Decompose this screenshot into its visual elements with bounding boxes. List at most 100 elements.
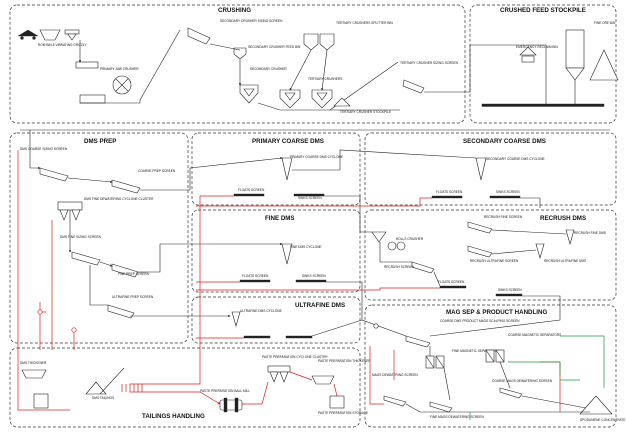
fine-dms-box: FINE DMS: [191, 209, 361, 293]
paste-storage-icon: [329, 395, 345, 409]
secondary-coarse-cyclone-label: SECONDARY COARSE DMS CYCLONE: [486, 157, 545, 161]
tailings-title: TAILINGS HANDLING: [142, 413, 205, 420]
paste-thickener-icon: [311, 375, 335, 385]
secondary-coarse-title: SECONDARY COARSE DMS: [463, 138, 546, 145]
dms-coarse-sizing-label: DMS COARSE SIZING SCREEN: [20, 147, 68, 151]
dms-fine-dewatering-label: DMS FINE DEWATERING CYCLONE CLUSTER: [84, 197, 154, 201]
secondary-sizing-screen-icon: [139, 27, 211, 101]
primary-jaw-icon: [75, 61, 132, 104]
fine-mags-dewatering-label: FINE MAGS DEWATERING SCREEN: [430, 415, 485, 419]
rolls-crusher-label: ROLLS CRUSHER: [396, 237, 424, 241]
spodumene-concentrate-label: SPODUMENE CONCENTRATE: [580, 418, 625, 422]
secondary-crusher-label: SECONDARY CRUSHER: [250, 67, 287, 71]
stockpile-title: CRUSHED FEED STOCKPILE: [500, 7, 586, 14]
secondary-sizing-label: SECONDARY CRUSHER SIZING SCREEN: [220, 19, 283, 23]
recrush-screen-label: RECRUSH SCREEN: [384, 265, 415, 269]
recrush-ultrafine-screen-label: RECRUSH ULTRAFINE SCREEN: [470, 259, 519, 263]
floats-screen-1: FLOATS SCREEN: [238, 188, 265, 192]
dms-tailings-label: DMS TAILINGS: [92, 396, 114, 400]
spodumene-concentrate-icon: [579, 395, 613, 415]
tertiary-crushers-label: TERTIARY CRUSHERS: [308, 77, 342, 81]
coarse-magnetic-sep-label: COARSE MAGNETIC SEPARATORS: [508, 333, 561, 337]
fine-mags-dewatering-screen-icon: [429, 401, 453, 413]
red-flow-lines: [17, 150, 561, 412]
primary-coarse-cyclone-icon: [281, 157, 293, 181]
recrush-fine-dms-icon: [565, 229, 575, 246]
paste-cyclone-cluster-icon: [267, 365, 291, 383]
ultrafine-cyclone-icon: [231, 311, 241, 328]
fine-dms-title: FINE DMS: [265, 215, 295, 222]
recrush-box: RECRUSH DMS: [364, 209, 617, 301]
primary-coarse-title: PRIMARY COARSE DMS: [252, 138, 324, 145]
coarse-dms-scalping-screen-icon: [405, 335, 431, 348]
recrush-title: RECRUSH DMS: [540, 215, 586, 222]
dms-fine-dewatering-cyclone-icon: [57, 201, 83, 221]
fine-prep-label: FINE PREP SCREEN: [118, 272, 150, 276]
crushing-title: CRUSHING: [218, 7, 251, 14]
coarse-mags-dewatering-screen-icon: [499, 387, 523, 399]
ultrafine-box: ULTRAFINE DMS: [191, 296, 361, 344]
secondary-crusher-icon: [239, 84, 259, 104]
dms-prep-box: DMS PREP: [9, 132, 189, 344]
crushing-box: CRUSHING: [9, 4, 466, 124]
mag-sep-title: MAG SEP & PRODUCT HANDLING: [446, 309, 547, 316]
floats-screen-2: FLOATS SCREEN: [436, 190, 463, 194]
dms-fine-sizing-label: DMS FINE SIZING SCREEN: [60, 235, 102, 239]
secondary-coarse-box: SECONDARY COARSE DMS: [364, 132, 617, 206]
paste-cyclone-label: PASTE PREPARATION CYCLONE CLUSTER: [262, 355, 328, 359]
fine-ore-bin-icon: [565, 29, 619, 81]
tertiary-stockpile-label: TERTIARY CRUSHER STOCKPILE: [340, 110, 391, 114]
secondary-coarse-cyclone-icon: [475, 157, 487, 181]
rc-screens-icon: [439, 285, 523, 297]
paste-storage-label: PASTE PREPARATION STORAGE: [318, 411, 368, 415]
coarse-mags-dewatering-label: COARSE MAGS DEWATERING SCREEN: [492, 379, 553, 383]
recrush-ultrafine-screen-icon: [467, 245, 493, 258]
mags-dewatering-screen-icon: [383, 395, 407, 407]
fine-dms-cyclone-label: FINE DMS CYCLONE: [290, 245, 322, 249]
emergency-bin-label: EMERGENCY RECLAIM BIN: [516, 45, 558, 49]
recrush-ultrafine-dms-icon: [535, 243, 545, 260]
emergency-reclaim-bin-icon: [519, 46, 537, 63]
rolls-crusher-icon: [371, 231, 406, 251]
ultrafine-prep-screen-icon: [107, 304, 135, 319]
secondary-feed-bin-label: SECONDARY CRUSHER FEED BIN: [248, 45, 301, 49]
mag-sep-box: MAG SEP & PRODUCT HANDLING: [364, 304, 617, 428]
paste-ball-mill-icon: [219, 397, 243, 413]
recrush-screen-icon: [411, 261, 435, 274]
tertiary-splitter-label: TERTIARY CRUSHERS SPLITTER BIN: [336, 21, 393, 25]
coarse-prep-screen-icon: [111, 179, 141, 194]
black-flow-lines: [20, 40, 610, 413]
tailings-box: TAILINGS HANDLING: [9, 347, 361, 428]
dms-fine-sizing-screen-icon: [71, 251, 101, 266]
ultrafine-cyclone-label: ULTRAFINE DMS CYCLONE: [240, 309, 282, 313]
paste-thickener-label: PASTE PREPARATION THICKENER: [318, 359, 371, 363]
recrush-ultrafine-dms-label: RECRUSH ULTRAFINE DMS: [544, 259, 586, 263]
pc-screens-icon: [233, 193, 325, 197]
sinks-screen-2: SINKS SCREEN: [496, 190, 520, 194]
fine-dms-cyclone-icon: [281, 243, 293, 265]
ultrafine-title: ULTRAFINE DMS: [295, 302, 345, 309]
tertiary-sizing-label: TERTIARY CRUSHER SIZING SCREEN: [400, 61, 459, 65]
tertiary-splitter-bin-icon: [303, 33, 335, 51]
coarse-dms-scalping-label: COARSE DMS PRODUCT MAGS SCALPING SCREEN: [440, 319, 520, 323]
dms-thickener-label: DMS THICKENER: [20, 361, 47, 365]
secondary-feed-bin-icon: [233, 47, 247, 60]
tertiary-crushers-icon: [279, 89, 333, 109]
recrush-fine-screen-icon: [467, 221, 493, 234]
rom-bin-label: ROM BIN & VIBRATING GRIZZLY: [38, 43, 87, 47]
fd-screens-icon: [239, 279, 327, 283]
floats-screen-3: FLOATS SCREEN: [242, 274, 269, 278]
primary-coarse-box: PRIMARY COARSE DMS: [191, 132, 361, 206]
sinks-screen-4: SINKS SCREEN: [498, 288, 522, 292]
sinks-screen-3: SINKS SCREEN: [302, 274, 326, 278]
sc-screens-icon: [431, 195, 521, 199]
green-flow-lines: [469, 335, 605, 420]
fine-ore-bin-label: FINE ORE BIN: [594, 21, 616, 25]
fine-prep-screen-icon: [111, 263, 139, 278]
dms-thickener-icon: [21, 369, 49, 409]
primary-coarse-cyclone-label: PRIMARY COARSE DMS CYCLONE: [290, 155, 343, 159]
dms-prep-title: DMS PREP: [84, 138, 116, 145]
ultrafine-prep-label: ULTRAFINE PREP SCREEN: [112, 295, 154, 299]
